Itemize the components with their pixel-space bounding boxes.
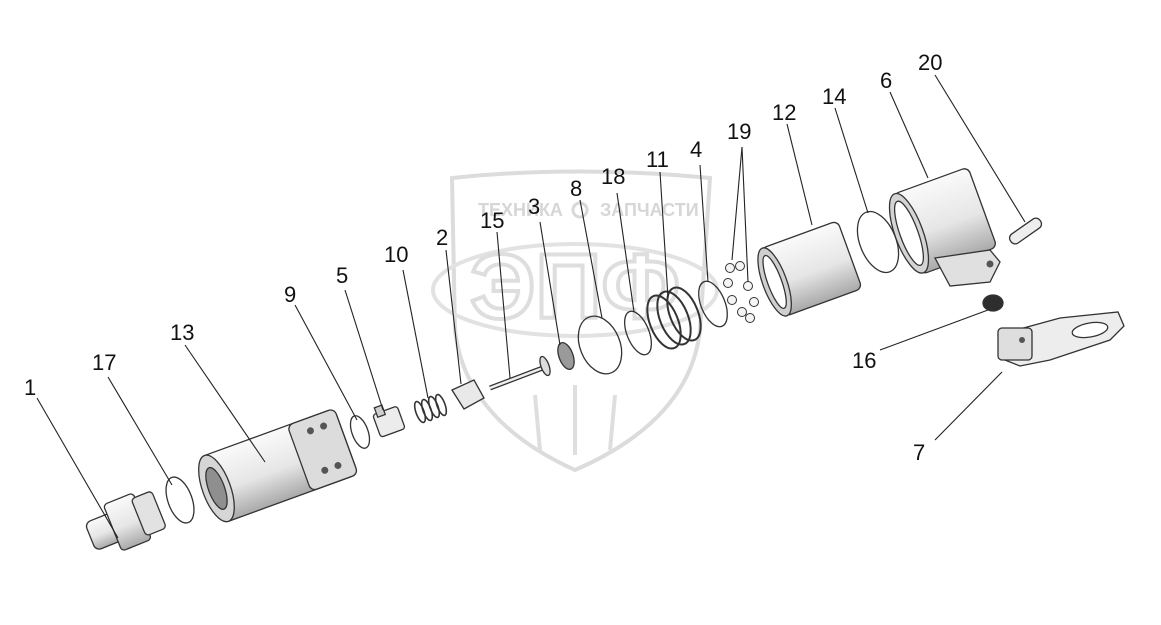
part-6-cover	[888, 168, 1001, 287]
watermark-left-text: ТЕХНИКА	[478, 200, 563, 220]
part-11-spring	[646, 286, 702, 350]
part-17-ring	[165, 476, 195, 524]
watermark-wheat-icon	[533, 385, 617, 455]
callout-1: 1	[24, 375, 36, 400]
part-9-ring	[349, 415, 371, 449]
callout-14: 14	[822, 84, 846, 109]
callout-3: 3	[528, 194, 540, 219]
part-18-ring	[623, 310, 653, 356]
watermark-right-text: ЗАПЧАСТИ	[600, 200, 699, 220]
callout-20: 20	[918, 50, 942, 75]
callout-2: 2	[436, 225, 448, 250]
callout-17: 17	[92, 350, 116, 375]
callout-12: 12	[772, 100, 796, 125]
callout-10: 10	[384, 242, 408, 267]
callout-7: 7	[913, 440, 925, 465]
watermark-ring	[431, 242, 719, 338]
callout-18: 18	[601, 164, 625, 189]
part-20-pin	[1008, 217, 1043, 245]
callout-9: 9	[284, 282, 296, 307]
callout-13: 13	[170, 320, 194, 345]
watermark-gear-icon	[571, 201, 589, 219]
part-3-washer	[557, 341, 575, 371]
callout-4: 4	[690, 137, 702, 162]
watermark: ЭПФ ТЕХНИКА ЗАПЧАСТИ	[431, 169, 719, 473]
callout-19: 19	[727, 119, 751, 144]
watermark-logo: ЭПФ	[470, 236, 680, 338]
part-5-clip	[372, 404, 406, 438]
watermark-shield-icon	[449, 169, 713, 473]
part-19-balls	[723, 261, 759, 323]
callouts: 1 17 13 9 5 10 2 15 3 8 18 11 4 19 12 14…	[24, 50, 942, 465]
callout-16: 16	[852, 348, 876, 373]
part-8-ring	[577, 315, 623, 375]
callout-15: 15	[480, 208, 504, 233]
part-10-spring	[413, 393, 448, 424]
callout-11: 11	[646, 147, 669, 172]
part-12-sleeve	[757, 221, 862, 317]
callout-6: 6	[880, 68, 892, 93]
part-13-housing	[198, 409, 358, 523]
callout-8: 8	[570, 176, 582, 201]
leader-lines	[36, 74, 1026, 539]
part-1-fitting	[85, 491, 166, 551]
part-2-cone	[451, 379, 485, 410]
callout-5: 5	[336, 263, 348, 288]
part-4-ring	[698, 280, 728, 328]
part-7-lever	[997, 311, 1125, 367]
part-16-plug	[982, 294, 1004, 312]
part-15-valve-stem	[489, 355, 551, 391]
